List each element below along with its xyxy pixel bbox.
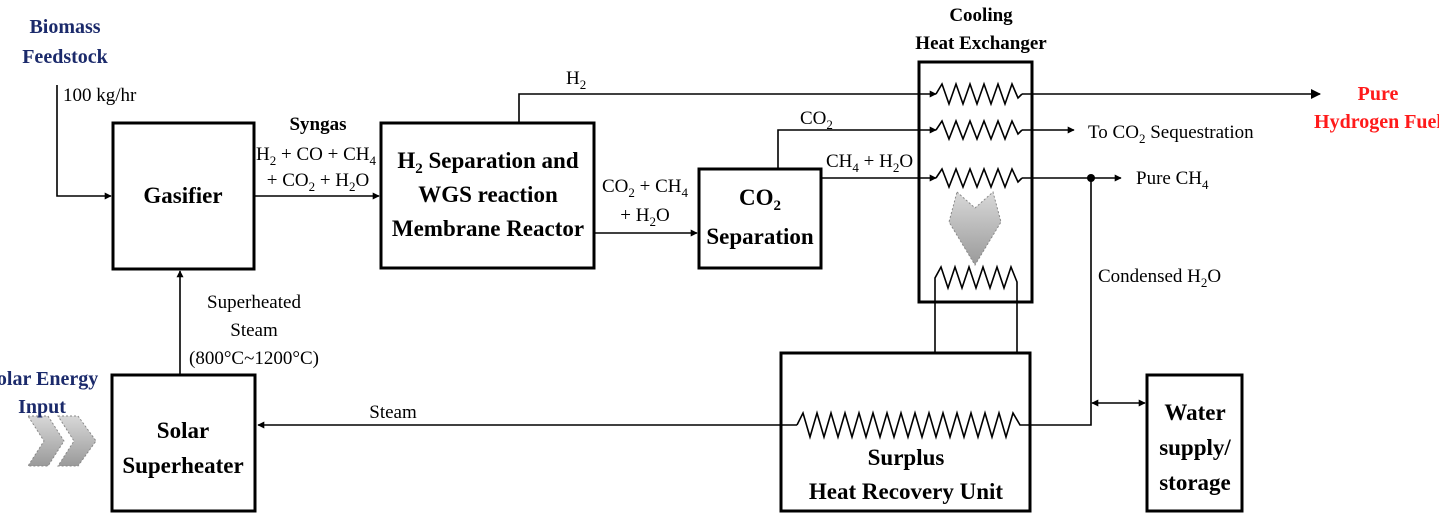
gasifier-label: Gasifier <box>143 183 222 208</box>
hx-coil-co2 <box>935 118 1023 142</box>
pure-ch4-label: Pure CH4 <box>1136 168 1209 192</box>
syngas-formula-1: H2 + CO + CH4 <box>256 144 376 168</box>
biomass-label-1: Biomass <box>29 16 100 38</box>
syngas-title: Syngas <box>289 114 346 135</box>
h2-label: H2 <box>566 68 586 92</box>
gasifier-box <box>111 121 256 271</box>
condensation-heat-arrow <box>948 191 1002 266</box>
co2-separation-label-1: CO2 <box>739 185 781 214</box>
water-supply-label-2: supply/ <box>1159 435 1231 460</box>
membrane-reactor-label-3: Membrane Reactor <box>392 216 584 241</box>
solar-superheater-label-1: Solar <box>157 418 209 443</box>
co2-label: CO2 <box>800 108 833 132</box>
hx-coil-lower <box>934 264 1018 291</box>
membrane-reactor-label-1: H2 Separation and <box>397 148 579 177</box>
water-supply-label-3: storage <box>1159 470 1231 495</box>
membrane-reactor-label-2: WGS reaction <box>418 182 558 207</box>
hru-coil <box>796 410 1031 440</box>
retentate-formula-1: CO2 + CH4 <box>602 176 689 200</box>
steam-label: Steam <box>369 402 417 423</box>
pure-h2-label-1: Pure <box>1358 83 1399 105</box>
membrane-reactor-box <box>379 121 596 270</box>
biomass-label-2: Feedstock <box>22 46 108 68</box>
water-supply-box <box>1145 373 1244 513</box>
ch4-h2o-label: CH4 + H2O <box>826 151 913 175</box>
co2-line <box>777 126 937 168</box>
co2-separation-label-2: Separation <box>706 224 814 249</box>
hru-label-1: Surplus <box>868 445 945 470</box>
cooling-hx-label-2: Heat Exchanger <box>915 33 1047 54</box>
hru-label-2: Heat Recovery Unit <box>809 479 1003 504</box>
condensed-water-label: Condensed H2O <box>1098 266 1221 290</box>
to-sequestration-label: To CO2 Sequestration <box>1088 122 1254 146</box>
solar-superheater-box <box>110 373 257 513</box>
hx-coil-h2 <box>935 81 1023 107</box>
superheated-steam-label-3: (800°C~1200°C) <box>189 348 319 369</box>
water-supply-label-1: Water <box>1164 400 1225 425</box>
pure-h2-label-2: Hydrogen Fuel <box>1314 111 1439 133</box>
cooling-hx-label-1: Cooling <box>949 5 1013 26</box>
solar-superheater-label-2: Superheater <box>122 453 243 478</box>
syngas-formula-2: + CO2 + H2O <box>267 170 370 194</box>
biomass-feed-line <box>56 85 112 200</box>
retentate-formula-2: + H2O <box>620 205 669 229</box>
solar-input-label-2: Input <box>18 396 66 418</box>
condensed-water-line <box>1031 178 1092 426</box>
feed-rate-label: 100 kg/hr <box>63 85 137 106</box>
solar-input-label-1: Solar Energy <box>0 368 98 390</box>
h2-line <box>518 90 937 122</box>
superheated-steam-label-1: Superheated <box>207 292 301 313</box>
co2-separation-box <box>697 167 823 270</box>
superheated-steam-label-2: Steam <box>230 320 278 341</box>
hx-coil-ch4 <box>935 166 1023 190</box>
solar-heat-arrow <box>27 415 97 467</box>
